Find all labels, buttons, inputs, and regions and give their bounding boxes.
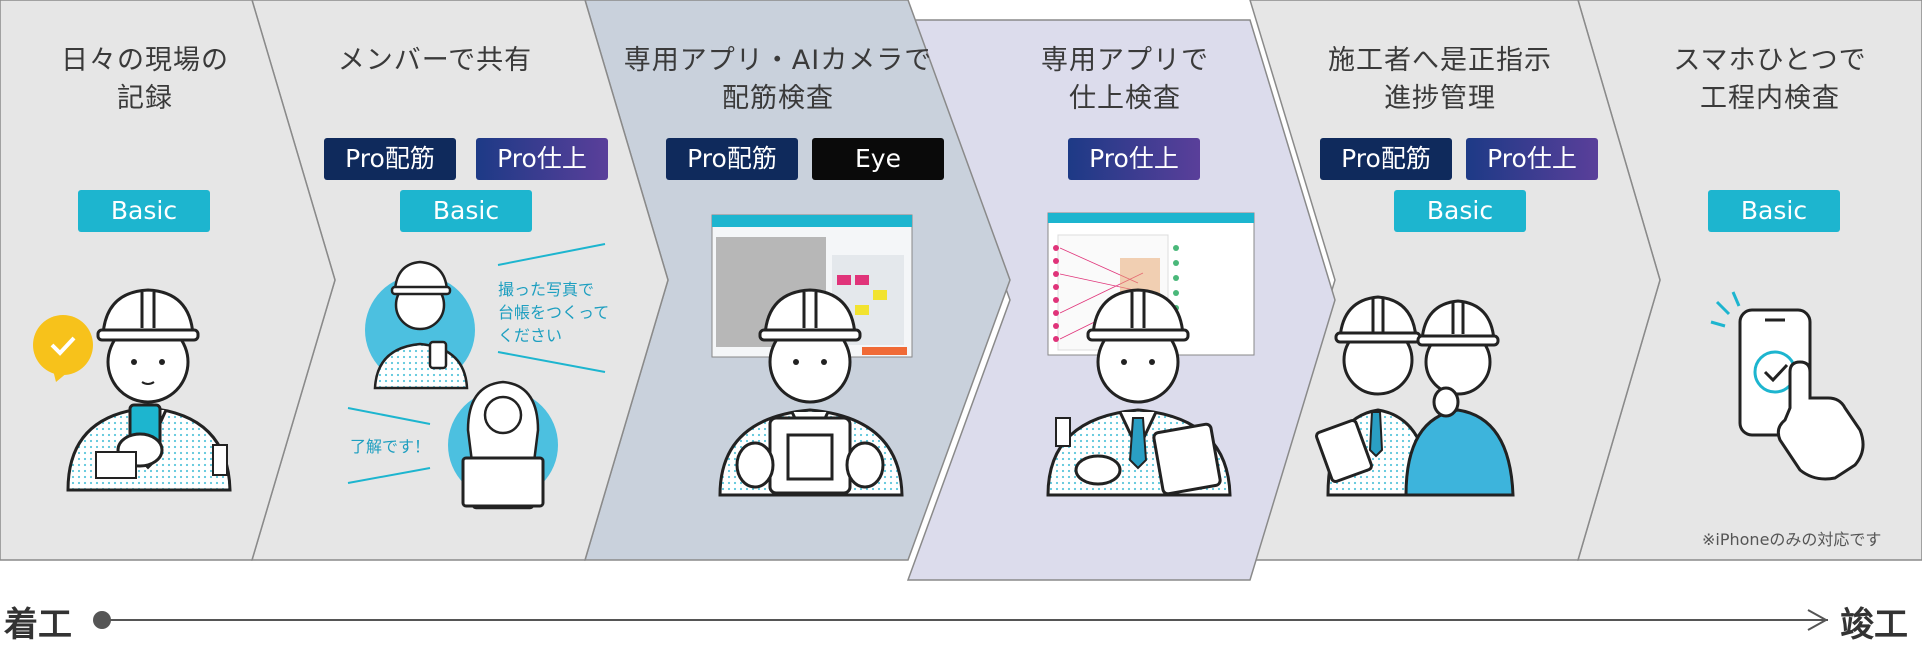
tag-basic: Basic	[400, 190, 532, 232]
tag-basic: Basic	[1708, 190, 1840, 232]
stage-2-title: メンバーで共有	[337, 45, 533, 76]
check-bubble-icon	[33, 315, 93, 375]
tag-pro-rebar: Pro配筋	[666, 138, 798, 180]
timeline-end-label: 竣工	[1840, 605, 1908, 645]
tag-pro-rebar: Pro配筋	[324, 138, 456, 180]
bubble-line	[497, 351, 606, 373]
tag-pro-finish: Pro仕上	[1068, 138, 1200, 180]
bubble-line	[347, 467, 431, 484]
tag-pro-finish: Pro仕上	[476, 138, 608, 180]
worker-with-camera	[718, 288, 904, 497]
stage-1-title: 日々の現場の記録	[61, 45, 229, 114]
timeline-start-dot	[93, 611, 111, 629]
bubble-line	[347, 407, 431, 425]
tag-pro-finish: Pro仕上	[1466, 138, 1598, 180]
tag-eye: Eye	[812, 138, 944, 180]
timeline-start-label: 着工	[4, 605, 72, 645]
stage-5-title: 施工者へ是正指示進捗管理	[1328, 45, 1552, 114]
tag-basic: Basic	[78, 190, 210, 232]
laptop-icon	[448, 380, 558, 510]
tag-basic: Basic	[1394, 190, 1526, 232]
worker-with-tablet	[1046, 288, 1232, 497]
stage-4-title: 専用アプリで仕上検査	[1041, 45, 1209, 114]
worker-with-phone-2	[365, 260, 475, 390]
tag-pro-rebar: Pro配筋	[1320, 138, 1452, 180]
stage-6-title: スマホひとつで工程内検査	[1673, 45, 1867, 114]
speech-request: 撮った写真で 台帳をつくって ください	[498, 280, 610, 345]
timeline-arrow	[1807, 609, 1829, 631]
bubble-line	[497, 243, 606, 266]
worker-with-phone	[33, 288, 232, 492]
speech-reply: 了解です！	[350, 437, 431, 456]
stage-3-title: 専用アプリ・AIカメラで配筋検査	[623, 45, 933, 114]
two-workers	[1315, 295, 1515, 497]
tap-hand-icon	[1776, 360, 1865, 481]
panel-1	[0, 0, 336, 561]
iphone-only-note: ※iPhoneのみの対応です	[1702, 530, 1882, 549]
